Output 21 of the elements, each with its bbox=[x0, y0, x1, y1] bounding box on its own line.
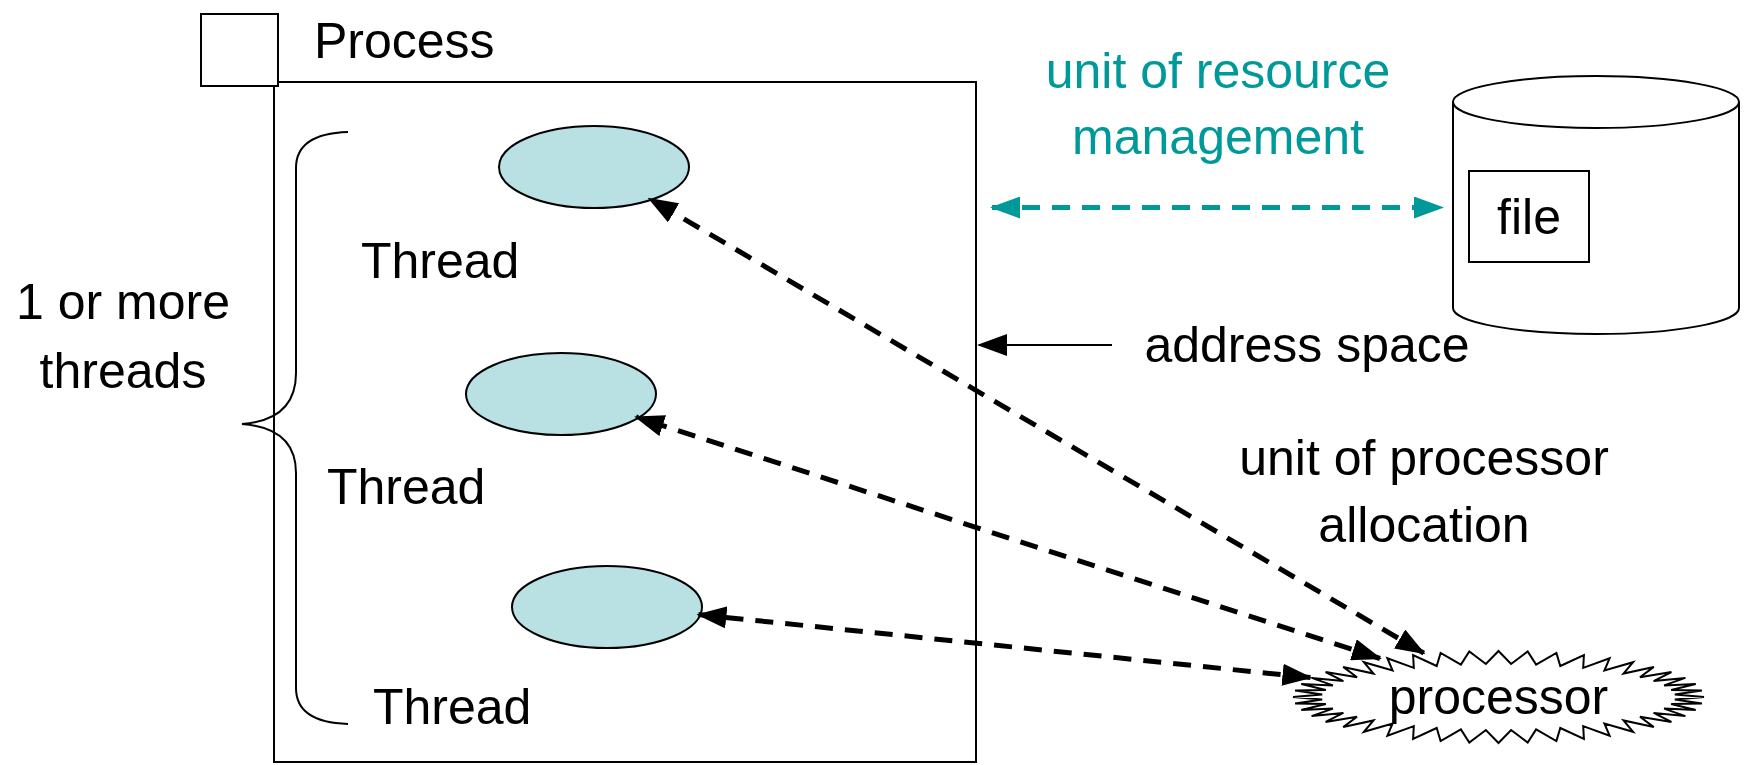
dashed-arrow bbox=[647, 196, 1426, 656]
thread-ellipse bbox=[511, 565, 703, 649]
process-box bbox=[273, 81, 977, 763]
symbol-caption: Process bbox=[314, 12, 495, 70]
thread-caption: Thread bbox=[361, 232, 520, 290]
thread-ellipse bbox=[498, 125, 690, 209]
thread-caption: Thread bbox=[327, 458, 486, 516]
thread-ellipse bbox=[465, 352, 657, 436]
annotation-text: unit of processor allocation bbox=[1238, 429, 1610, 555]
arrow bbox=[977, 334, 1113, 356]
brace-label: 1 or more threads bbox=[15, 273, 231, 401]
edge-label: unit of resource management bbox=[1044, 42, 1392, 167]
dashed-arrow bbox=[634, 414, 1382, 661]
dashed-arrow bbox=[990, 196, 1444, 219]
dashed-arrow bbox=[696, 606, 1313, 686]
processor-starburst: processor bbox=[1292, 650, 1705, 744]
thread-caption: Thread bbox=[373, 678, 532, 736]
address-space-label: address space bbox=[1142, 316, 1472, 374]
file-box: file bbox=[1468, 170, 1590, 263]
process-symbol bbox=[200, 13, 279, 87]
storage-cylinder bbox=[1452, 76, 1740, 334]
